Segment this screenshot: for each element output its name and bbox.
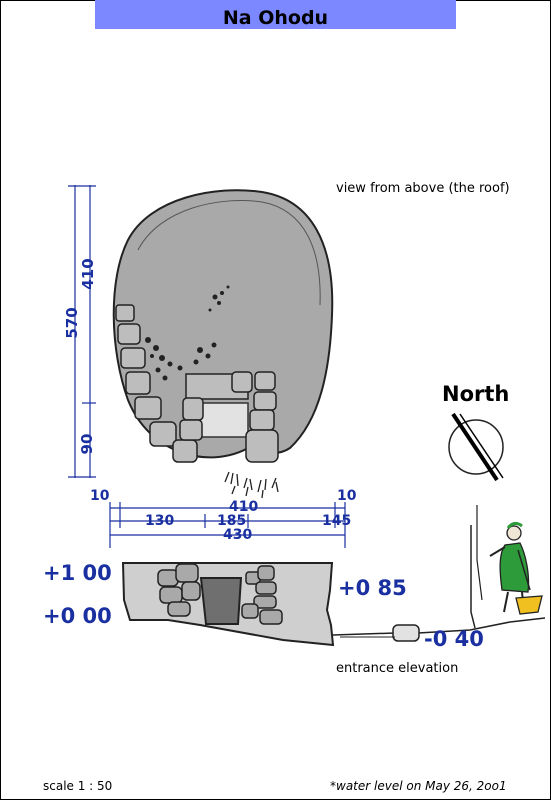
entrance-elevation-label: entrance elevation: [336, 661, 459, 676]
plan-view: [112, 189, 334, 499]
horizontal-dimensions: [109, 502, 346, 548]
dimension-left-margin: 10: [90, 488, 110, 504]
dimension-inner-width: 410: [229, 499, 259, 515]
elevation-base-label: +0 00: [43, 604, 112, 628]
water-level-label: -0 40: [424, 627, 484, 651]
dimension-lower-height: 90: [78, 433, 96, 455]
elevation-top-label: +1 00: [43, 561, 112, 585]
elevation-doorway: [199, 577, 243, 625]
dome-outline: [112, 189, 334, 459]
dimension-upper-height: 410: [79, 258, 97, 290]
page-title: Na Ohodu: [95, 0, 456, 29]
entrance-opening: [199, 402, 249, 438]
water-level-note: *water level on May 26, 2oo1: [330, 779, 507, 793]
plan-stones: [115, 304, 279, 463]
north-label: North: [442, 382, 510, 406]
dimension-right-margin: 10: [337, 488, 357, 504]
dimension-total-width: 430: [223, 527, 253, 543]
elevation-view: [121, 505, 546, 647]
dimension-segment-left: 130: [145, 513, 175, 529]
bucket: [515, 595, 543, 615]
dimension-total-height: 570: [63, 307, 81, 339]
view-from-above-label: view from above (the roof): [336, 181, 510, 196]
elevation-right-label: +0 85: [338, 576, 407, 600]
person-figure: [489, 521, 543, 615]
dimension-segment-right: 145: [322, 513, 352, 529]
north-arrow: [448, 412, 504, 482]
vertical-dimensions: [68, 185, 96, 478]
scale-label: scale 1 : 50: [43, 779, 113, 793]
dimension-segment-mid: 185: [217, 513, 247, 529]
